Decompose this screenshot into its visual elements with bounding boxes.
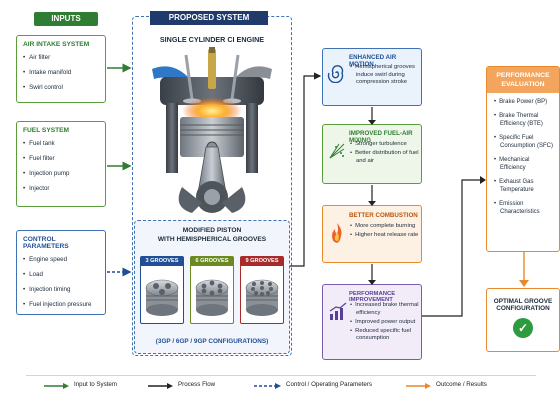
legend-process: Process Flow [178,381,216,388]
engine-title: SINGLE CYLINDER CI ENGINE [159,35,265,44]
piston-3-grooves-icon [145,279,179,316]
engine-illustration [152,47,272,213]
air-intake-box: AIR INTAKE SYSTEM Air filter Intake mani… [16,35,106,103]
performance-evaluation-box: PERFORMANCE EVALUATION Brake Power (BP) … [486,66,560,252]
list-item: Exhaust Gas Temperature [493,178,555,194]
legend-control: Control / Operating Parameters [286,381,372,388]
list-item: Better distribution of fuel and air [349,150,421,165]
list-item: Brake Thermal Efficiency (BTE) [493,112,555,128]
optimal-groove-box: OPTIMAL GROOVE CONFIGURATION ✓ [486,288,560,352]
outcome-arrow [519,252,529,287]
list-item: More complete burning [349,223,421,231]
stage-combustion-title: BETTER COMBUSTION [349,212,418,219]
fuel-system-box: FUEL SYSTEM Fuel tank Fuel filter Inject… [16,121,106,207]
stage-arrows [368,107,376,285]
proposed-system-header: PROPOSED SYSTEM [150,11,268,25]
legend-control-arrow-icon [254,383,281,389]
list-item: Higher heat release rate [349,232,421,240]
piston-grooves-illustration [145,279,279,316]
control-params-list: Engine speed Load Injection timing Fuel … [23,252,99,312]
legend-input: Input to System [74,381,117,388]
bar-chart-icon [328,301,348,321]
air-intake-title: AIR INTAKE SYSTEM [23,41,90,48]
stage-air-motion: ENHANCED AIR MOTION Hemispherical groove… [322,48,422,106]
list-item: Intake manifold [23,65,99,80]
stage-combustion: BETTER COMBUSTION More complete burning … [322,205,422,263]
list-item: Improved power output [349,319,421,327]
flame-icon [328,222,346,244]
piston-9-grooves-icon [245,279,279,316]
list-item: Injection pump [23,166,99,181]
list-item: Specific Fuel Consumption (SFC) [493,134,555,150]
fuel-system-list: Fuel tank Fuel filter Injection pump Inj… [23,136,99,196]
list-item: Emission Characteristics [493,200,555,216]
stage-performance: PERFORMANCE IMPROVEMENT Increased brake … [322,284,422,360]
list-item: Mechanical Efficiency [493,156,555,172]
control-params-title: CONTROL PARAMETERS [23,236,69,250]
stage-combustion-list: More complete burning Higher heat releas… [349,223,421,241]
legend-input-arrow-icon [44,383,69,389]
groove-configurations: (3GP / 6GP / 9GP CONFIGURATIONS) [155,338,269,345]
evaluation-header: PERFORMANCE EVALUATION [487,67,559,93]
list-item: Injection timing [23,282,99,297]
evaluation-connector [422,176,486,317]
stage-fuel-mixing-list: Stronger turbulence Better distribution … [349,141,421,167]
evaluation-list: Brake Power (BP) Brake Thermal Efficienc… [487,93,559,216]
list-item: Engine speed [23,252,99,267]
list-item: Air filter [23,50,99,65]
groove-label-3: 3 GROOVES [141,257,183,266]
list-item: Reduced specific fuel consumption [349,328,421,343]
piston-title-1: MODIFIED PISTON [182,227,242,234]
list-item: Swirl control [23,80,99,95]
input-arrows [107,63,132,277]
list-item: Hemispherical grooves induce swirl durin… [349,64,421,87]
optimal-title-2: CONFIGURATION [496,305,550,312]
stage-performance-title: PERFORMANCE IMPROVEMENT [349,291,396,303]
legend-outcome-arrow-icon [406,383,431,389]
list-item: Load [23,267,99,282]
fuel-system-title: FUEL SYSTEM [23,127,70,134]
evaluation-header-1: PERFORMANCE [496,72,550,79]
list-item: Fuel filter [23,151,99,166]
spray-icon [327,141,347,161]
piston-6-grooves-icon [195,279,229,316]
stage-fuel-mixing: IMPROVED FUEL-AIR MIXING Stronger turbul… [322,124,422,184]
piston-title-2: WITH HEMISPHERICAL GROOVES [157,236,267,243]
list-item: Brake Power (BP) [493,98,555,106]
process-flow-connector [290,72,322,267]
groove-label-9: 9 GROOVES [241,257,283,266]
control-params-box: CONTROL PARAMETERS Engine speed Load Inj… [16,230,106,315]
list-item: Fuel tank [23,136,99,151]
swirl-icon [327,63,347,84]
air-intake-list: Air filter Intake manifold Swirl control [23,50,99,95]
legend-outcome: Outcome / Results [436,381,487,388]
stage-air-motion-list: Hemispherical grooves induce swirl durin… [349,64,421,88]
list-item: Injector [23,181,99,196]
checkmark-icon: ✓ [513,318,533,338]
stage-performance-list: Increased brake thermal efficiency Impro… [349,302,421,344]
groove-label-6: 6 GROOVES [191,257,233,266]
legend-process-arrow-icon [148,383,173,389]
list-item: Increased brake thermal efficiency [349,302,421,317]
optimal-title-1: OPTIMAL GROOVE [493,298,553,305]
evaluation-header-2: EVALUATION [501,81,545,88]
list-item: Stronger turbulence [349,141,421,149]
legend: Input to System Process Flow Control / O… [26,375,536,391]
list-item: Fuel injection pressure [23,297,99,312]
inputs-header: INPUTS [34,12,98,26]
